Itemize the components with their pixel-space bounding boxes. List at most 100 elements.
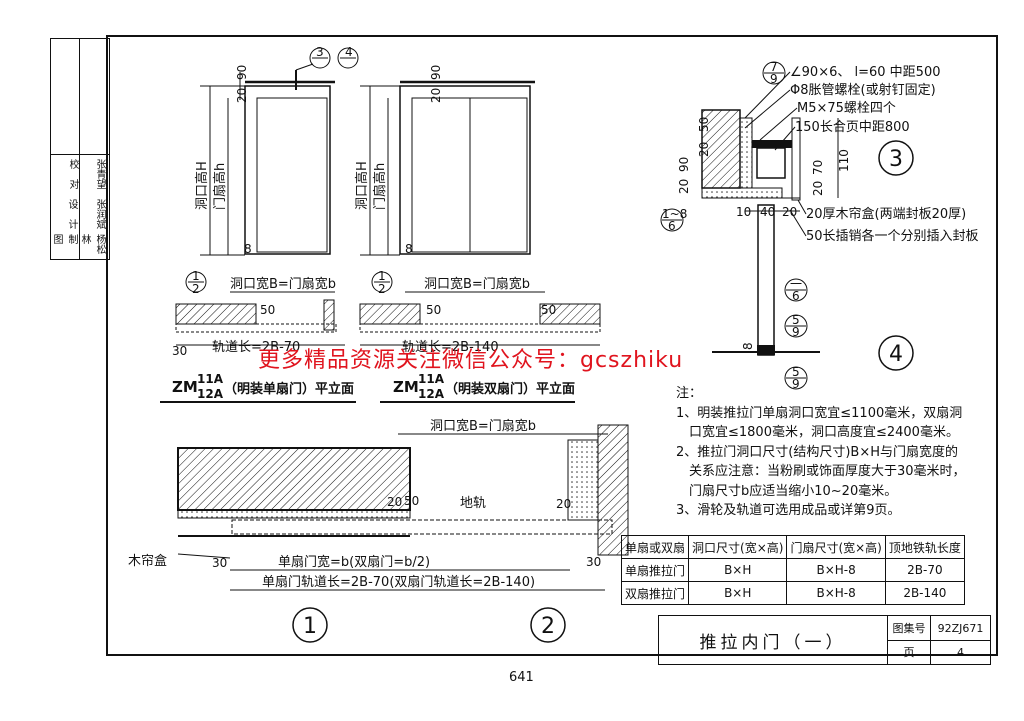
- section-dim-70: 70: [811, 160, 825, 175]
- notes: 注： 1、明装推拉门单扇洞口宽宜≤1100毫米，双扇洞 口宽宜≤1800毫米，洞…: [676, 384, 986, 521]
- table-cell: B×H-8: [786, 558, 886, 582]
- label-leaf-height-1: 门扇高h: [212, 163, 228, 210]
- role-1: 校 对: [67, 159, 78, 189]
- plan2-dim-50: 50: [426, 303, 441, 317]
- detail-dim-30: 30: [212, 556, 227, 570]
- detail-dim-30b: 30: [586, 555, 601, 569]
- ref-3-top: 3: [316, 45, 324, 59]
- caption1: （明装单扇门）平立面: [224, 381, 354, 397]
- ref-4-top: 4: [345, 45, 353, 59]
- name-3: 杨松林: [79, 234, 105, 254]
- plan2-opening-width: 洞口宽B=门扇宽b: [424, 276, 530, 292]
- ref-5b-bottom: 9: [792, 377, 800, 391]
- dim-8-b: 8: [405, 242, 413, 256]
- section-ref-circles: [660, 61, 808, 390]
- ref-circle-3-4: [295, 47, 359, 71]
- note-line-5: 门扇尺寸b应适当缩小10~20毫米。: [676, 483, 898, 499]
- fig-4-circle: [878, 335, 914, 371]
- table-header-row: 单扇或双扇 洞口尺寸(宽×高) 门扇尺寸(宽×高) 顶地铁轨长度: [620, 535, 965, 559]
- caption2-code-top: 11A: [418, 372, 445, 386]
- plan1-dim-30: 30: [172, 344, 187, 358]
- atlas-row: 图集号 92ZJ671: [887, 616, 991, 641]
- ref-5a-top: 5: [792, 313, 800, 327]
- label-wood-box: 木帘盒: [128, 553, 167, 569]
- page-label: 页: [888, 640, 931, 664]
- ref-18-bottom: 6: [668, 219, 676, 233]
- ref-1b-top: 1: [378, 269, 386, 283]
- elevation-single: [200, 70, 335, 256]
- caption2-code: ZM: [393, 378, 419, 396]
- section-dim-20b: 20: [677, 179, 691, 194]
- label-leaf-height-2: 门扇高h: [372, 163, 388, 210]
- fig-3-number: 3: [889, 147, 903, 172]
- section-dim-8: 8: [741, 342, 755, 350]
- ann-wood-box: 20厚木帘盒(两端封板20厚): [806, 206, 966, 222]
- note-line-6: 3、滑轮及轨道可选用成品或详第9页。: [676, 503, 901, 518]
- section-detail: [701, 109, 839, 356]
- ref-1-bottom: 2: [192, 282, 200, 296]
- table-cell: B×H-8: [786, 581, 886, 605]
- section-dim-40: 40: [760, 205, 775, 219]
- ref-1b-bottom: 2: [378, 282, 386, 296]
- label-opening-height-2: 洞口高H: [354, 161, 370, 210]
- plan1-dim-50: 50: [260, 303, 275, 317]
- table-cell: 2B-70: [884, 558, 965, 582]
- fig-2-circle: [530, 607, 566, 643]
- watermark-text: 更多精品资源关注微信公众号：gcszhiku: [258, 348, 684, 373]
- table-row: 单扇推拉门 B×H B×H-8 2B-70: [620, 558, 965, 582]
- dim-90-b: 90: [429, 65, 443, 80]
- page-number: 641: [509, 670, 534, 685]
- fig-3-circle: [878, 140, 914, 176]
- name-1: 张青望: [94, 159, 105, 189]
- caption1-code-bottom: 12A: [197, 387, 224, 401]
- dim-90-a: 90: [235, 65, 249, 80]
- note-line-2: 口宽宜≤1800毫米，洞口高度宜≤2400毫米。: [676, 425, 959, 440]
- caption1-code: ZM: [172, 378, 198, 396]
- plan2-track: 轨道长=2B-140: [402, 340, 499, 355]
- caption1-code-top: 11A: [197, 372, 224, 386]
- table-cell: B×H: [688, 558, 788, 582]
- th-leaf-size: 门扇尺寸(宽×高): [786, 535, 886, 559]
- dim-8-a: 8: [244, 242, 252, 256]
- drawing-title: 推拉内门（一）: [699, 632, 847, 653]
- role-2: 设 计: [66, 199, 77, 229]
- section-dim-20: 20: [697, 142, 711, 157]
- section-dim-90: 90: [677, 157, 691, 172]
- fig-4-number: 4: [889, 342, 903, 367]
- dim-20-a: 20: [235, 88, 249, 103]
- page-value: 4: [957, 645, 964, 659]
- ref-7-bottom: 9: [770, 72, 778, 86]
- section-dim-20c: 20: [811, 181, 825, 196]
- th-leaf-type: 单扇或双扇: [620, 535, 690, 559]
- sheet-frame: [106, 35, 998, 656]
- table-cell: B×H: [688, 581, 788, 605]
- section-dim-20d: 20: [782, 205, 797, 219]
- ann-bolt: Φ8胀管螺栓(或射钉固定): [790, 82, 936, 98]
- fig-2-number: 2: [541, 614, 555, 639]
- spec-table: 单扇或双扇 洞口尺寸(宽×高) 门扇尺寸(宽×高) 顶地铁轨长度 单扇推拉门 B…: [620, 535, 965, 605]
- table-row: 双扇推拉门 B×H B×H-8 2B-140: [620, 581, 965, 605]
- detail-dim-20: 20: [387, 495, 402, 509]
- ref-a-bottom: 6: [792, 289, 800, 303]
- fig-1-circle: [292, 607, 328, 643]
- ref-5b-top: 5: [792, 365, 800, 379]
- detail-dim-20b: 20: [556, 497, 571, 511]
- detail-dim-50: 50: [404, 494, 419, 508]
- table-cell: 单扇推拉门: [620, 558, 690, 582]
- note-line-3: 2、推拉门洞口尺寸(结构尺寸)B×H与门扇宽度的: [676, 444, 959, 460]
- ann-screw: M5×75螺栓四个: [797, 101, 896, 116]
- name-2: 张润斌: [94, 199, 105, 229]
- detail-plan: [177, 424, 629, 591]
- table-cell: 2B-140: [884, 581, 965, 605]
- ann-angle: ∠90×6、 l=60 中距500: [790, 65, 940, 80]
- notes-head: 注：: [676, 386, 703, 401]
- label-opening-height-1: 洞口高H: [194, 161, 210, 210]
- plan2-dim-50b: 50: [541, 303, 556, 317]
- th-opening-size: 洞口尺寸(宽×高): [688, 535, 788, 559]
- role-3: 制 图: [51, 234, 77, 254]
- section-dim-50: 50: [697, 117, 711, 132]
- ann-hinge: 150长合页中距800: [795, 120, 910, 135]
- atlas-value: 92ZJ671: [937, 621, 984, 635]
- plan1-opening-width: 洞口宽B=门扇宽b: [230, 276, 336, 292]
